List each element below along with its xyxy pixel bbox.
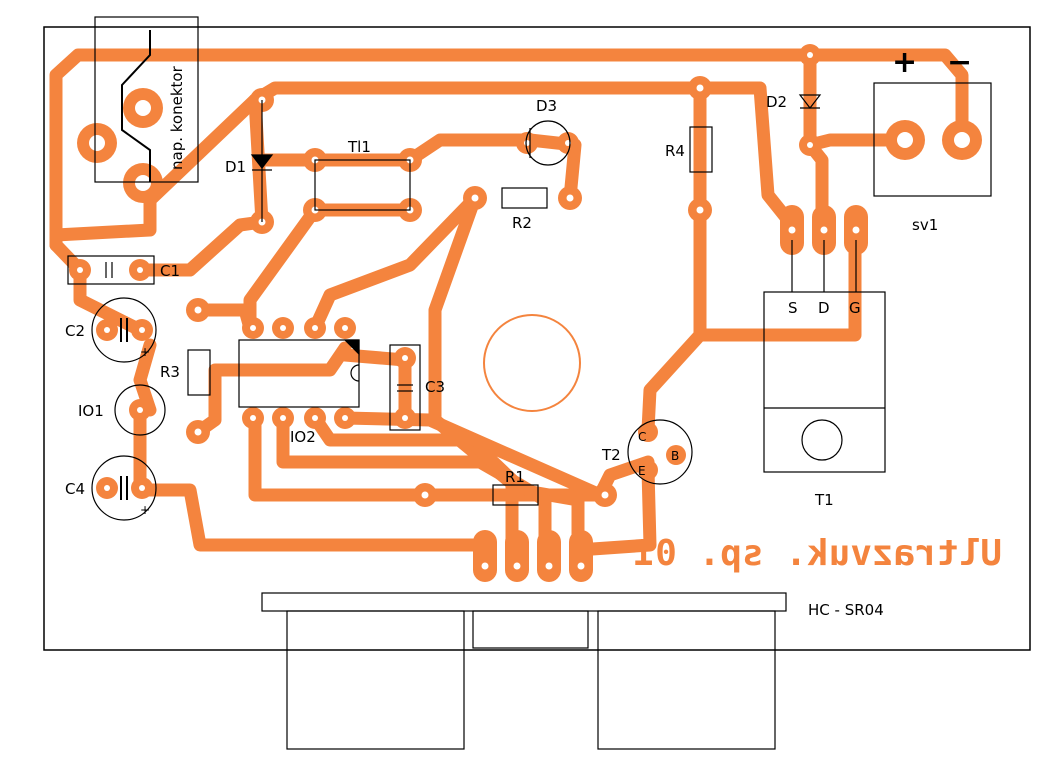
trace-tl1-d3 (255, 133, 537, 167)
label-d3: D3 (536, 97, 557, 115)
label-c2: C2 (65, 322, 85, 340)
pad-t2-b (666, 445, 686, 465)
pad-hc-4 (569, 530, 593, 582)
board-title-mirrored: Ultrazvuk. sp. 01 (634, 533, 1002, 574)
c4-outline (91, 455, 157, 521)
label-d2: D2 (766, 93, 787, 111)
trace-t2-hc (571, 463, 657, 557)
label-hc-module: HC - SR04 (808, 601, 884, 619)
c3-outline (389, 344, 421, 431)
label-c1: C1 (160, 262, 180, 280)
connector-outline (94, 16, 199, 183)
pad-hc-3 (537, 530, 561, 582)
t2-outline (627, 419, 693, 485)
pad-hc-1 (473, 530, 497, 582)
label-pin-g: G (849, 299, 861, 317)
t1-outline (763, 291, 886, 473)
tl1-outline (314, 159, 411, 211)
trace-rail-left (49, 93, 262, 242)
label-c2-plus: + (140, 345, 150, 359)
pad-t2-e (638, 460, 658, 480)
label-pin-e: E (638, 464, 646, 478)
hc-crystal (472, 610, 589, 649)
label-pin-s: S (788, 299, 798, 317)
r4-outline (689, 126, 713, 173)
c2-outline (91, 297, 157, 363)
label-r1: R1 (505, 468, 525, 486)
label-r4: R4 (665, 142, 685, 160)
trace-second-rail (248, 81, 799, 232)
label-pin-b: B (671, 449, 679, 463)
r1-outline (492, 484, 539, 506)
t1-tab-hole (801, 419, 843, 461)
trace-c3 (338, 348, 412, 425)
sv1-outline (873, 82, 992, 197)
label-sv1: sv1 (912, 216, 938, 234)
d3-outline (525, 120, 571, 166)
label-plus: + (892, 45, 917, 80)
label-c3: C3 (425, 378, 445, 396)
label-r3: R3 (160, 363, 180, 381)
c1-outline (67, 255, 155, 285)
label-c4-plus: + (140, 503, 150, 517)
label-pin-c: C (638, 430, 646, 444)
io2-outline (238, 339, 360, 408)
label-t2: T2 (601, 446, 621, 464)
hc-transducer-right (597, 610, 776, 750)
d2-symbol (798, 94, 822, 109)
r2-outline (501, 187, 548, 209)
pad-t2-c (638, 422, 658, 442)
label-connector: nap. konektor (168, 65, 186, 170)
label-c4: C4 (65, 480, 85, 498)
silkscreen (67, 16, 992, 750)
trace-r2-ic (308, 191, 482, 335)
pad-hc-2 (505, 530, 529, 582)
trace-ic-pin4 (338, 411, 607, 502)
trace-c2-io1 (133, 338, 157, 417)
label-minus: − (947, 45, 972, 80)
io2-pin1-marker (343, 339, 360, 356)
board-outline (43, 26, 1031, 651)
mounting-hole (483, 314, 581, 412)
trace-r3-ic (191, 341, 352, 439)
label-t1: T1 (814, 491, 834, 509)
hc-transducer-left (286, 610, 465, 750)
label-r2: R2 (512, 214, 532, 232)
label-pin-d: D (818, 299, 830, 317)
label-d1: D1 (225, 158, 246, 176)
label-io1: IO1 (78, 402, 104, 420)
label-tl1: Tl1 (347, 138, 371, 156)
r3-outline (187, 349, 211, 396)
labels: nap. konektor D1 Tl1 D3 R4 D2 + − sv1 C1… (65, 45, 1002, 619)
hc-header-outline (261, 592, 787, 612)
board-title: Ultrazvuk. sp. 01 (634, 533, 1002, 574)
connector-wire (121, 30, 151, 182)
drill-holes (77, 52, 970, 570)
label-io2: IO2 (290, 428, 316, 446)
io1-outline (114, 384, 166, 436)
